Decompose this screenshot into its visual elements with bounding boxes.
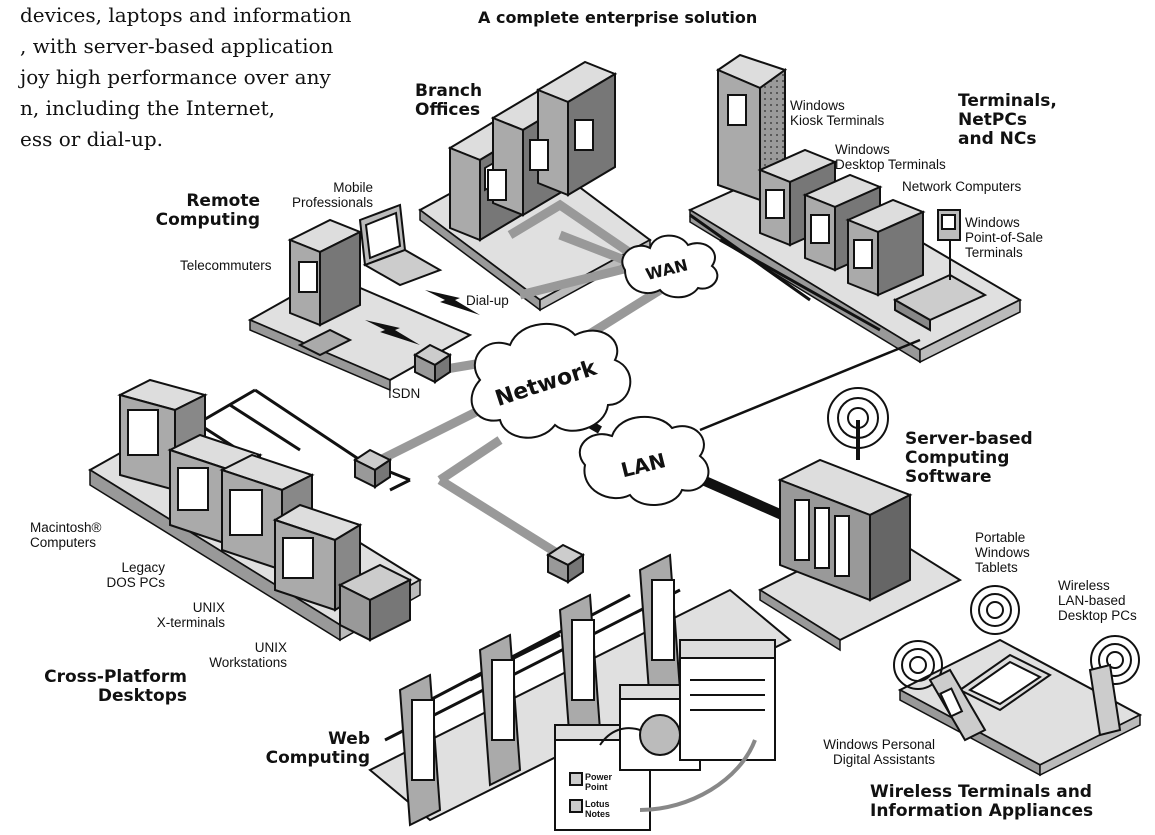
intro-line: joy high performance over any <box>20 65 331 89</box>
terminals-heading: Terminals, NetPCs and NCs <box>958 91 1057 149</box>
server-cabinet <box>777 420 913 602</box>
intro-line: , with server-based application <box>20 34 334 58</box>
cross-platform-heading: Cross-Platform Desktops <box>44 667 187 706</box>
pos-terminals-label: Windows Point-of-Sale Terminals <box>965 215 1044 260</box>
powerpoint-label: Power Point <box>585 772 613 792</box>
isdn-box <box>413 343 452 384</box>
cross-platform-computers <box>117 378 413 642</box>
wireless-devices <box>928 653 1122 742</box>
macintosh-label: Macintosh® Computers <box>30 520 102 550</box>
mobile-laptop <box>358 203 443 287</box>
kiosk-terminals-label: Windows Kiosk Terminals <box>790 98 885 128</box>
desktop-terminals <box>757 148 926 297</box>
network-computers-label: Network Computers <box>902 179 1022 194</box>
wan-cloud: WAN <box>621 234 719 299</box>
legacy-dos-label: Legacy DOS PCs <box>106 560 165 590</box>
diagram-title: A complete enterprise solution <box>478 8 758 27</box>
intro-line: n, including the Internet, <box>20 96 276 120</box>
pda-label: Windows Personal Digital Assistants <box>823 737 935 767</box>
intro-paragraph: devices, laptops and information , with … <box>20 0 351 155</box>
web-computing-heading: Web Computing <box>265 729 370 768</box>
branch-offices-heading: Branch Offices <box>415 81 483 120</box>
remote-computing-heading: Remote Computing <box>155 191 260 230</box>
dialup-label: Dial-up <box>466 293 509 308</box>
hub-boxes <box>353 448 585 584</box>
pos-terminal <box>892 209 988 332</box>
app-windows <box>554 639 776 831</box>
lan-cloud: LAN <box>578 415 710 507</box>
telecommuters-label: Telecommuters <box>180 258 272 273</box>
mobile-professionals-label: Mobile Professionals <box>291 180 373 210</box>
branch-servers <box>447 60 618 242</box>
dialup-bolts <box>365 290 480 345</box>
server-based-heading: Server-based Computing Software <box>905 429 1033 487</box>
intro-line: devices, laptops and information <box>20 3 352 27</box>
network-cloud: Network <box>470 322 632 439</box>
web-terminals <box>398 553 682 827</box>
lotus-notes-label: Lotus Notes <box>585 799 611 819</box>
portable-tablets-label: Portable Windows Tablets <box>975 530 1030 575</box>
unix-workstations-label: UNIX Workstations <box>209 640 287 670</box>
isdn-label: ISDN <box>388 386 421 401</box>
unix-xterminals-label: UNIX X-terminals <box>156 600 225 630</box>
wireless-heading: Wireless Terminals and Information Appli… <box>870 782 1094 821</box>
intro-line: ess or dial-up. <box>20 127 163 151</box>
wireless-lan-label: Wireless LAN-based Desktop PCs <box>1058 578 1137 623</box>
desktop-terminals-label: Windows Desktop Terminals <box>835 142 946 172</box>
telecommuter-pc <box>287 218 363 357</box>
radio-waves <box>827 387 1140 690</box>
